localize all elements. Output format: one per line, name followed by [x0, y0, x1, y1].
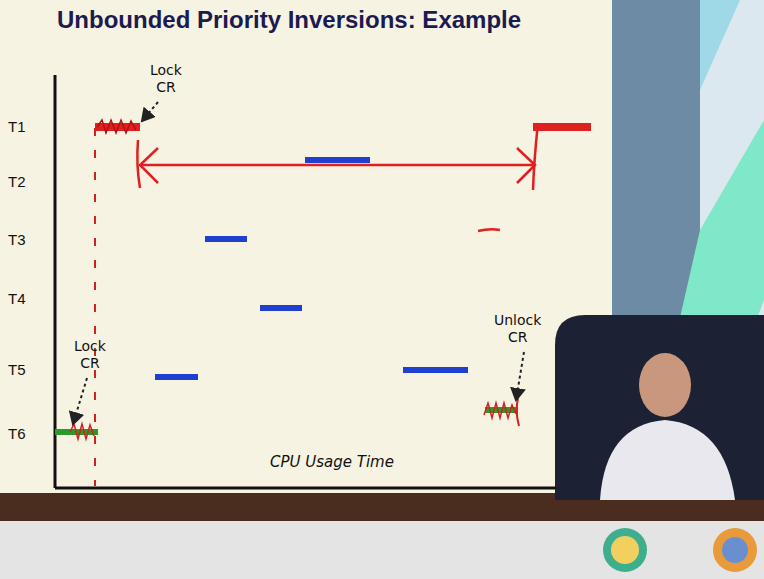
axis-label: CPU Usage Time — [270, 453, 394, 471]
callout-label: Lock CR — [74, 338, 106, 372]
callout-label: Unlock CR — [494, 312, 541, 346]
task-label: T1 — [8, 118, 26, 135]
slide-title: Unbounded Priority Inversions: Example — [57, 6, 521, 34]
task-label: T4 — [8, 290, 26, 307]
task-label: T5 — [8, 361, 26, 378]
task-label: T3 — [8, 231, 26, 248]
task-label: T6 — [8, 425, 26, 442]
callout-label: Lock CR — [150, 62, 182, 96]
task-label: T2 — [8, 173, 26, 190]
